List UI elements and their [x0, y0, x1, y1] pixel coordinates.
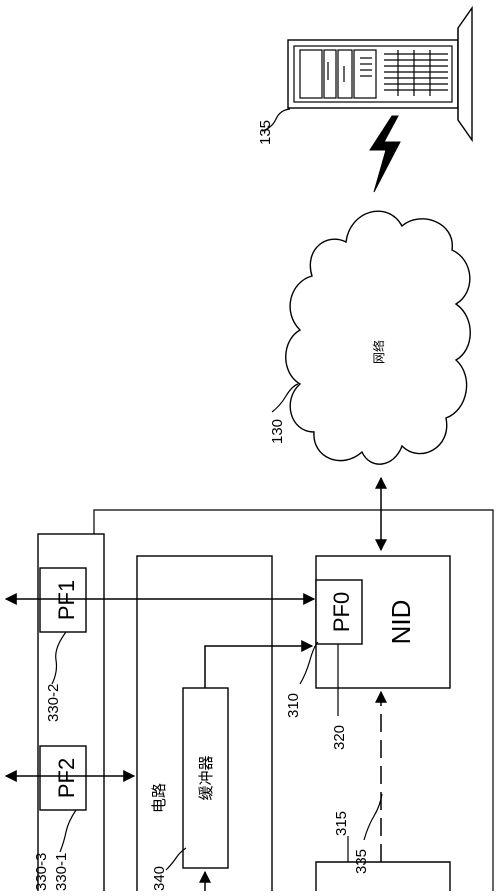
bottom-box — [315, 861, 451, 891]
server-icon — [287, 5, 473, 143]
buffer-pf0-link — [204, 640, 314, 688]
ref-315: 315 — [333, 811, 350, 836]
leader-310 — [299, 641, 319, 685]
ref-320: 320 — [331, 725, 348, 750]
ref-310: 310 — [285, 693, 302, 718]
pf2-label: PF2 — [54, 758, 79, 798]
ref-330-3: 330-3 — [33, 853, 50, 891]
ref-330-2: 330-2 — [45, 684, 62, 722]
wireless-link-icon — [369, 115, 401, 193]
network-label: 网络 — [371, 340, 386, 364]
leader-335 — [363, 793, 383, 841]
leader-135 — [261, 108, 291, 132]
pf0-label: PF0 — [329, 592, 354, 632]
buffer-label: 缓冲器 — [198, 755, 215, 800]
leader-330-2 — [51, 631, 67, 685]
buffer-box — [182, 687, 229, 869]
ref-340: 340 — [151, 866, 168, 891]
pf1-label: PF1 — [54, 580, 79, 620]
leader-130 — [271, 383, 299, 413]
ref-330-1: 330-1 — [53, 853, 70, 891]
nid-label: NID — [386, 600, 416, 645]
ref-130: 130 — [269, 419, 286, 444]
ref-135: 135 — [257, 120, 274, 145]
leader-340 — [165, 847, 187, 871]
leader-330-1 — [59, 809, 77, 853]
circuit-label: 电路 — [151, 783, 168, 813]
network-cloud — [285, 210, 471, 465]
pf0-box — [315, 579, 363, 645]
ref-335: 335 — [353, 849, 370, 874]
